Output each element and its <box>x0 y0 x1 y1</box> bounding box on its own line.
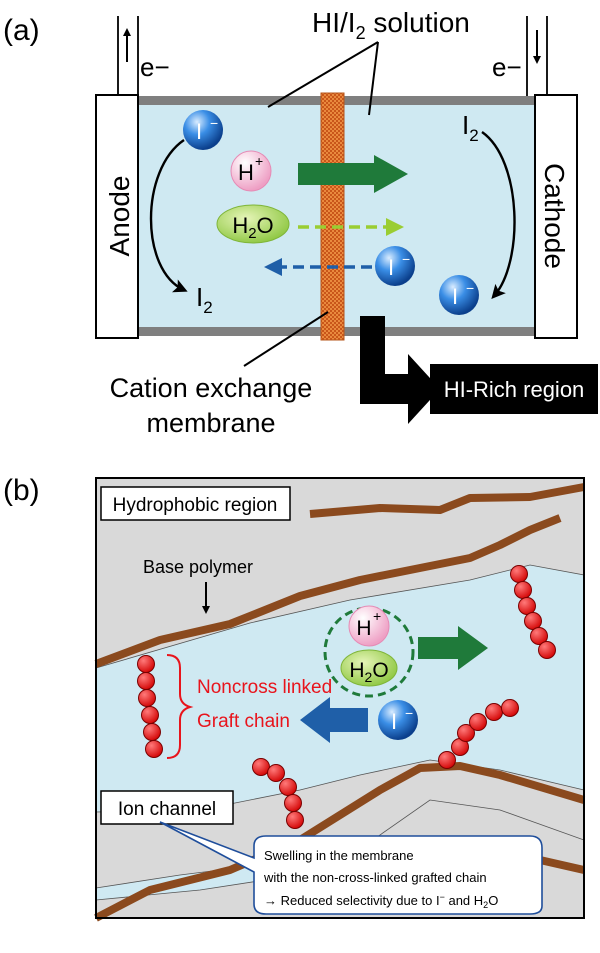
iodide-ion-middle: I − <box>375 246 415 286</box>
svg-text:H2O: H2O <box>349 659 388 685</box>
base-polymer-label: Base polymer <box>143 557 253 577</box>
svg-text:−: − <box>466 280 474 296</box>
membrane-leader <box>243 311 329 367</box>
proton-ion-b: H + <box>348 605 390 647</box>
iodine-label-anode: I2 <box>196 282 213 317</box>
noncross-linked-label: Noncross linked <box>197 677 332 698</box>
membrane-label-line1: Cation exchange <box>110 373 313 403</box>
svg-text:−: − <box>402 251 410 267</box>
svg-text:I: I <box>452 284 458 309</box>
graft-chain-upper-right <box>510 565 556 659</box>
graft-chain-lower-middle <box>252 758 304 829</box>
proton-ion: H + <box>230 150 272 192</box>
anode-electrode <box>95 94 139 339</box>
iodide-ion-b: I − <box>378 700 418 740</box>
cathode-wire <box>526 16 548 96</box>
callout-line-1: Swelling in the membrane <box>264 848 414 863</box>
water-molecule: H2O <box>216 204 290 244</box>
hydrophobic-box <box>100 486 291 521</box>
anode-wire <box>117 16 139 96</box>
polymer-chain-top <box>309 483 585 518</box>
callout-bubble <box>159 821 543 915</box>
cathode-reaction-arrow <box>481 131 516 300</box>
iodide-transport-arrowhead <box>264 258 282 276</box>
proton-transport-arrow <box>298 155 408 193</box>
polymer-chain-upper <box>94 514 562 668</box>
panel-b: (b) <box>3 474 586 922</box>
callout-line-3: → Reduced selectivity due to I− and H2O <box>264 892 498 910</box>
panel-a-label: (a) <box>3 14 40 47</box>
iodide-flow-arrow-b <box>300 697 368 743</box>
cathode-electron-label: e− <box>492 52 522 82</box>
solution-label: HI/I2 solution <box>312 7 470 43</box>
anode-reaction-arrow <box>149 139 188 293</box>
panel-b-label: (b) <box>3 474 40 507</box>
svg-text:H: H <box>238 160 254 185</box>
svg-text:H2O: H2O <box>232 213 273 242</box>
solution-leader-right <box>368 41 379 116</box>
solution-leader-left <box>267 41 379 108</box>
iodine-label-cathode: I2 <box>462 110 479 145</box>
anode-electron-label: e− <box>140 52 170 82</box>
graft-brace <box>166 654 194 759</box>
svg-text:+: + <box>255 153 263 169</box>
graft-chain-lower-right <box>438 699 519 769</box>
svg-text:−: − <box>405 705 413 721</box>
hi-rich-arrow <box>360 316 440 424</box>
svg-text:+: + <box>373 608 381 624</box>
cathode-electrode <box>534 94 578 339</box>
svg-text:I: I <box>388 255 394 280</box>
hydrophobic-label: Hydrophobic region <box>113 495 278 516</box>
water-transport-arrowhead <box>386 218 404 236</box>
svg-text:H: H <box>356 617 371 640</box>
iodide-ion-cathode: I − <box>439 275 479 315</box>
hi-rich-label: HI-Rich region <box>444 377 585 402</box>
graft-chain-left <box>137 655 163 758</box>
proton-flow-arrow-b <box>418 626 488 670</box>
hi-rich-box <box>430 364 598 414</box>
cation-exchange-membrane <box>320 92 345 341</box>
iodide-ion-anode: I − <box>183 110 223 150</box>
membrane-label-line2: membrane <box>146 408 275 438</box>
hydration-shell <box>323 606 415 698</box>
graft-chain-label: Graft chain <box>197 711 290 732</box>
panel-a: (a) e− e− Anode Cathode HI/I2 solution I… <box>3 7 598 438</box>
water-molecule-b: H2O <box>340 649 398 687</box>
svg-text:I: I <box>391 709 397 734</box>
polymer-chain-lower <box>94 762 586 922</box>
svg-text:I: I <box>196 119 202 144</box>
ion-channel-label: Ion channel <box>118 799 216 820</box>
callout-line-2: with the non-cross-linked grafted chain <box>263 870 487 885</box>
svg-text:−: − <box>210 115 218 131</box>
cathode-label: Cathode <box>539 163 570 269</box>
anode-label: Anode <box>104 176 135 257</box>
frame-border <box>95 477 585 919</box>
